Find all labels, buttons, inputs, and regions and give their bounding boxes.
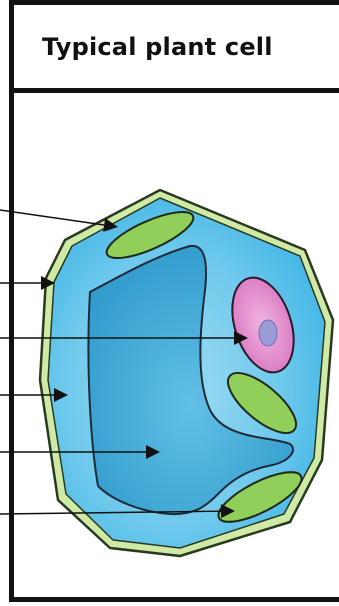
nucleolus — [259, 320, 277, 346]
arrow-line-chloroplast — [0, 210, 104, 225]
